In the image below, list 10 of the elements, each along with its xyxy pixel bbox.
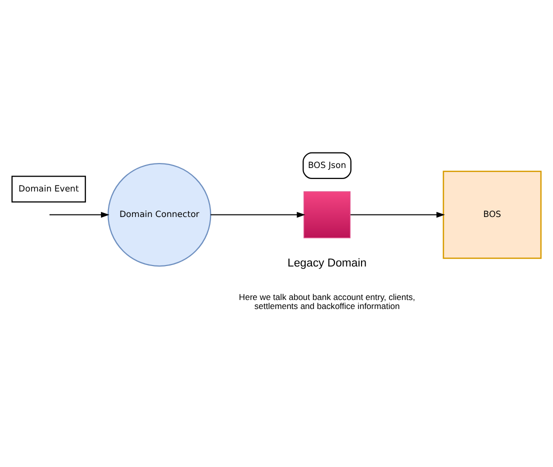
node-circle: Domain Connector: [108, 162, 212, 266]
node-box: BOS: [442, 170, 542, 258]
arrow: [210, 211, 306, 218]
node-box: BOS Json: [302, 152, 352, 179]
node-box: [304, 190, 351, 238]
arrow: [49, 211, 110, 218]
node-box: Domain Event: [11, 175, 86, 202]
label: Here we talk about bank account entry, clients, settlements and backoffice information: [238, 291, 416, 311]
arrow: [350, 211, 445, 218]
label: Legacy Domain: [288, 257, 367, 270]
